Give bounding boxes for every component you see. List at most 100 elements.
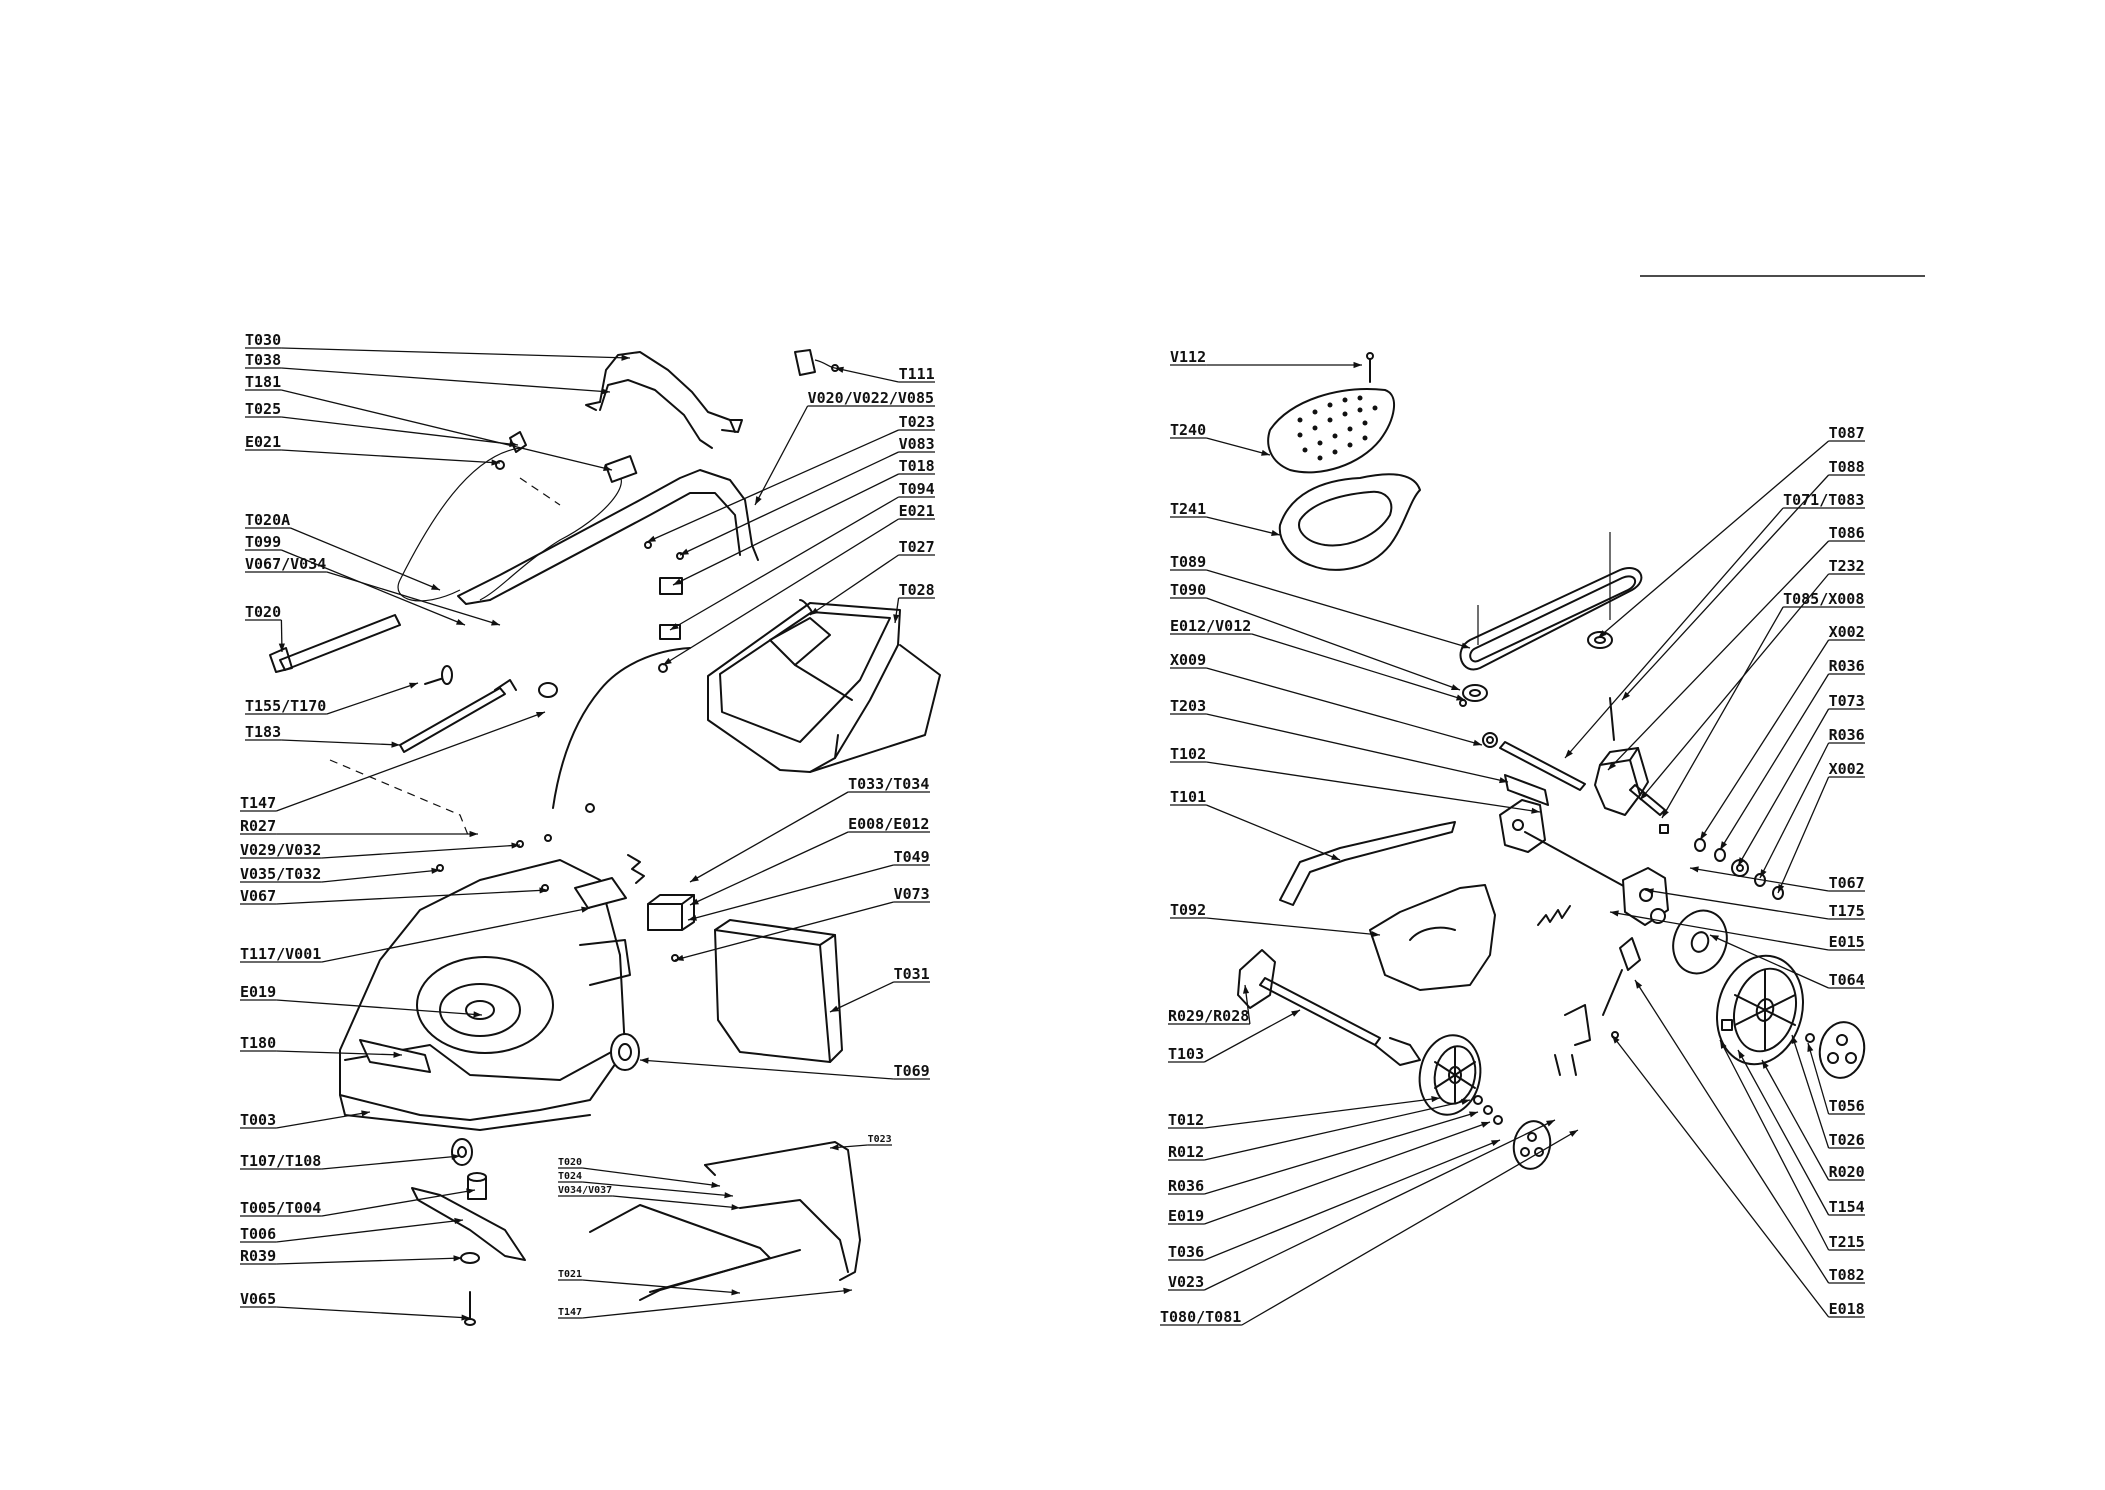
leader-arrowhead bbox=[893, 614, 900, 623]
callout-t102: T102 bbox=[1170, 745, 1541, 814]
callout-t147: T147 bbox=[240, 711, 546, 812]
leader-arrowhead bbox=[453, 1255, 462, 1262]
leader-arrowhead bbox=[1645, 888, 1654, 895]
callout-label: T067 bbox=[1829, 874, 1865, 892]
callout-t147: T147 bbox=[558, 1287, 853, 1319]
callout-label: T232 bbox=[1829, 557, 1865, 575]
callout-r020: R020 bbox=[1761, 1059, 1865, 1181]
callout-t107-t108: T107/T108 bbox=[240, 1152, 461, 1170]
callout-t033-t034: T033/T034 bbox=[689, 775, 930, 883]
callout-label: T023 bbox=[899, 413, 935, 431]
leader-line bbox=[674, 901, 894, 961]
callout-label: T026 bbox=[1829, 1131, 1865, 1149]
callout-label: T087 bbox=[1829, 424, 1865, 442]
leader-arrowhead bbox=[461, 1314, 470, 1321]
leader-line bbox=[321, 844, 521, 859]
callout-t020: T020 bbox=[245, 603, 285, 653]
leader-arrowhead bbox=[830, 1144, 839, 1151]
callout-v067-v034: V067/V034 bbox=[245, 555, 501, 626]
callout-label: T023 bbox=[868, 1134, 892, 1145]
leader-arrowhead bbox=[1622, 691, 1630, 700]
callout-t018: T018 bbox=[672, 457, 935, 586]
leader-line bbox=[1206, 917, 1381, 936]
callout-label: V023 bbox=[1168, 1273, 1204, 1291]
callout-r036: R036 bbox=[1759, 726, 1865, 879]
callout-v034-v037: V034/V037 bbox=[558, 1185, 741, 1211]
leader-line bbox=[1564, 507, 1784, 759]
leader-line bbox=[669, 496, 899, 631]
callout-label: T003 bbox=[240, 1111, 276, 1129]
leader-arrowhead bbox=[409, 682, 418, 689]
callout-label: T183 bbox=[245, 723, 281, 741]
leader-line bbox=[612, 1195, 741, 1209]
callout-e015: E015 bbox=[1609, 910, 1865, 951]
callout-r027: R027 bbox=[240, 817, 478, 838]
leader-line bbox=[1644, 889, 1829, 920]
leader-arrowhead bbox=[431, 867, 440, 874]
leader-line bbox=[1639, 573, 1830, 801]
callout-r029-r028: R029/R028 bbox=[1168, 984, 1251, 1025]
leader-line bbox=[321, 1189, 476, 1217]
callout-label: E019 bbox=[1168, 1207, 1204, 1225]
belt-t089 bbox=[1459, 567, 1643, 671]
washer-e012 bbox=[1459, 699, 1467, 707]
leader-line bbox=[321, 869, 441, 883]
leader-arrowhead bbox=[536, 712, 545, 718]
leader-arrowhead bbox=[1481, 1121, 1490, 1128]
leader-line bbox=[1204, 1119, 1556, 1291]
leader-line bbox=[1807, 1042, 1830, 1115]
leader-line bbox=[1251, 633, 1466, 701]
callout-t021: T021 bbox=[558, 1269, 741, 1296]
callout-label: V112 bbox=[1170, 348, 1206, 366]
callout-t005-t004: T005/T004 bbox=[240, 1188, 476, 1217]
callout-t030: T030 bbox=[245, 331, 631, 361]
leader-arrowhead bbox=[731, 1289, 740, 1296]
callout-label: T031 bbox=[894, 965, 930, 983]
leader-arrowhead bbox=[391, 741, 400, 748]
leader-line bbox=[1791, 1034, 1830, 1149]
callout-t006: T006 bbox=[240, 1217, 464, 1243]
leader-arrowhead bbox=[1778, 884, 1785, 893]
leader-arrowhead bbox=[1640, 791, 1648, 800]
callout-label: T147 bbox=[558, 1307, 582, 1318]
callout-label: R020 bbox=[1829, 1163, 1865, 1181]
callout-label: R012 bbox=[1168, 1143, 1204, 1161]
leader-line bbox=[582, 1181, 734, 1197]
leader-arrowhead bbox=[1271, 529, 1280, 536]
leader-arrowhead bbox=[835, 366, 844, 373]
callout-r036: R036 bbox=[1719, 657, 1865, 851]
leader-line bbox=[829, 981, 894, 1013]
callout-label: T215 bbox=[1829, 1233, 1865, 1251]
leader-arrowhead bbox=[1491, 1140, 1500, 1147]
callout-label: T085/X008 bbox=[1783, 590, 1864, 608]
leader-arrowhead bbox=[1760, 869, 1767, 878]
shroud-t241 bbox=[1278, 473, 1421, 571]
leader-arrowhead bbox=[755, 496, 762, 505]
callout-t117-v001: T117/V001 bbox=[240, 906, 591, 963]
callout-t240: T240 bbox=[1170, 421, 1271, 456]
leader-arrowhead bbox=[810, 607, 819, 615]
left-diagram-parts bbox=[269, 349, 941, 1326]
knob bbox=[538, 682, 558, 698]
leader-line bbox=[281, 347, 631, 359]
callout-label: V067 bbox=[240, 887, 276, 905]
leader-arrowhead bbox=[1612, 1035, 1620, 1044]
leader-arrowhead bbox=[1456, 694, 1465, 701]
callout-label: T056 bbox=[1829, 1097, 1865, 1115]
leader-arrowhead bbox=[621, 354, 630, 361]
callout-label: T101 bbox=[1170, 788, 1206, 806]
callout-label: T175 bbox=[1829, 902, 1865, 920]
pulley-t087 bbox=[1587, 631, 1613, 649]
leader-line bbox=[1206, 516, 1281, 536]
leader-line bbox=[639, 1059, 894, 1080]
callout-x002: X002 bbox=[1777, 760, 1865, 894]
callout-label: T080/T081 bbox=[1160, 1308, 1241, 1326]
leader-line bbox=[276, 711, 546, 812]
callout-label: T111 bbox=[899, 365, 935, 383]
callout-label: R039 bbox=[240, 1247, 276, 1265]
front-wheel-t012 bbox=[1418, 1034, 1482, 1116]
callout-label: R036 bbox=[1168, 1177, 1204, 1195]
rings-right bbox=[1659, 824, 1784, 900]
wheel-t069 bbox=[610, 1033, 640, 1071]
callout-label: E008/E012 bbox=[848, 815, 929, 833]
